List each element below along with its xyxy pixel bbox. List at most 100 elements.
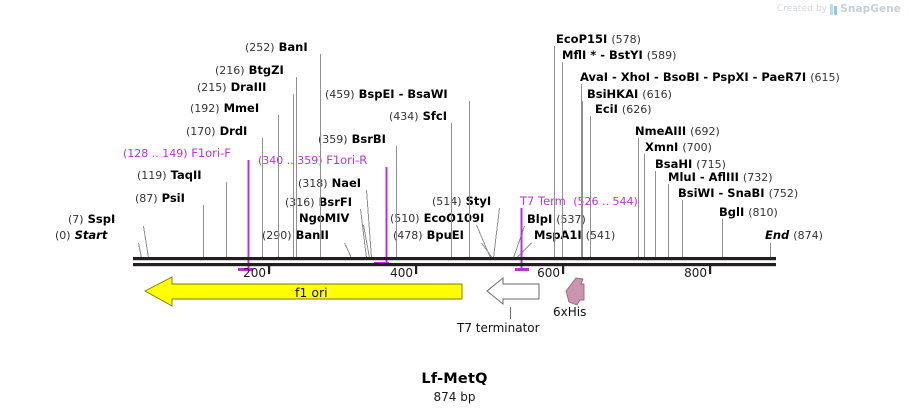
site-pos-avai-group: (615)	[810, 71, 840, 84]
site-label-ecoo109i[interactable]: (510) EcoO109I	[390, 212, 484, 226]
site-label-ngomiv[interactable]: NgoMIV	[299, 212, 349, 225]
site-pos-nmeaiii: (692)	[690, 125, 720, 138]
site-label-banii[interactable]: (290) BanII	[262, 228, 329, 243]
site-label-drdi[interactable]: (170) DrdI	[186, 124, 248, 139]
ruler-tick-400: 400	[390, 266, 413, 280]
snapgene-logo-icon	[830, 3, 837, 15]
site-name-mspa1i: MspA1I	[534, 228, 582, 242]
site-name-drdi: DrdI	[219, 124, 248, 138]
site-label-sspi[interactable]: (7) SspI	[68, 213, 115, 227]
site-label-mfli-bstyi[interactable]: MflI * - BstYI (589)	[562, 49, 676, 63]
ruler-tick-200: 200	[243, 266, 266, 280]
site-name-bsahi: BsaHI	[655, 157, 693, 171]
site-name-mmei: MmeI	[223, 101, 260, 115]
site-label-mspa1i[interactable]: MspA1I (541)	[534, 228, 615, 243]
site-pos-bsrfi: (316)	[285, 196, 315, 209]
site-label-mlui-afliii[interactable]: MluI - AflIII (732)	[668, 170, 773, 185]
site-label-avai-group[interactable]: AvaI - XhoI - BsoBI - PspXI - PaeR7I (61…	[580, 70, 840, 85]
site-label-draiii[interactable]: (215) DraIII	[197, 80, 267, 95]
site-pos-sspi: (7)	[68, 213, 84, 226]
site-name-ecii: EciI	[595, 102, 618, 116]
site-pos-blpi: (537)	[556, 213, 586, 226]
site-name-btgzi: BtgZI	[248, 63, 284, 77]
site-label-xmni[interactable]: XmnI (700)	[645, 140, 712, 155]
site-label-psii[interactable]: (87) PsiI	[135, 192, 185, 206]
site-name-bsrfi: BsrFI	[318, 195, 353, 209]
site-name-bani: BanI	[278, 40, 308, 54]
primer-label-f1ori-r[interactable]: (340 .. 359) F1ori-R	[258, 153, 368, 168]
site-name-bspei: BspEI - BsaWI	[358, 87, 448, 101]
watermark-prefix: Created by	[776, 4, 828, 14]
site-label-ecop15i[interactable]: EcoP15I (578)	[556, 32, 641, 47]
watermark-brand: SnapGene	[840, 3, 901, 15]
feature-label-f1ori[interactable]: f1 ori	[295, 285, 328, 300]
primer-name-f1ori-f: F1ori-F	[191, 146, 231, 160]
site-pos-draiii: (215)	[197, 81, 227, 94]
site-pos-bsihkai: (616)	[642, 88, 672, 101]
feature-label-t7-terminator[interactable]: T7 terminator	[457, 321, 540, 335]
site-label-bgli[interactable]: BglI (810)	[719, 205, 778, 220]
site-label-ecii[interactable]: EciI (626)	[595, 102, 652, 117]
site-pos-styi: (514)	[432, 195, 462, 208]
site-label-bsrbi[interactable]: (359) BsrBI	[318, 132, 386, 147]
site-pos-btgzi: (216)	[215, 64, 245, 77]
site-name-mlui-afliii: MluI - AflIII	[668, 170, 739, 184]
site-pos-bsahi: (715)	[696, 158, 726, 171]
site-name-ngomiv: NgoMIV	[299, 211, 350, 225]
site-pos-start: (0)	[55, 229, 71, 242]
site-name-avai-group: AvaI - XhoI - BsoBI - PspXI - PaeR7I	[580, 70, 807, 84]
site-name-banii: BanII	[295, 228, 329, 242]
ruler-tick-600: 600	[537, 266, 560, 280]
site-name-draiii: DraIII	[230, 80, 267, 94]
site-pos-xmni: (700)	[682, 141, 712, 154]
site-name-end: End	[765, 228, 790, 242]
site-name-xmni: XmnI	[645, 140, 679, 154]
site-label-bspei-bsawi[interactable]: (459) BspEI - BsaWI	[325, 87, 448, 102]
site-label-blpi[interactable]: BlpI (537)	[527, 212, 586, 227]
snapgene-watermark: Created by SnapGene	[777, 3, 901, 15]
site-name-ecop15i: EcoP15I	[556, 32, 608, 46]
site-name-bsrbi: BsrBI	[351, 132, 386, 146]
site-label-start[interactable]: (0) Start	[55, 228, 108, 243]
site-label-bsahi[interactable]: BsaHI (715)	[655, 157, 726, 172]
site-name-nmeaiii: NmeAIII	[635, 124, 687, 138]
primer-label-t7-term[interactable]: T7 Term (526 .. 544)	[520, 195, 638, 209]
site-label-nmeaiii[interactable]: NmeAIII (692)	[635, 124, 720, 139]
site-pos-ecop15i: (578)	[611, 33, 641, 46]
site-name-bpuei: BpuEI	[426, 228, 464, 242]
primer-range-t7-term: (526 .. 544)	[573, 195, 638, 208]
site-label-bsrfi[interactable]: (316) BsrFI	[285, 195, 353, 210]
site-pos-bsrbi: (359)	[318, 133, 348, 146]
sequence-length: 874 bp	[433, 390, 476, 404]
primer-label-f1ori-f[interactable]: (128 .. 149) F1ori-F	[123, 146, 231, 161]
site-pos-sfci: (434)	[389, 110, 419, 123]
site-name-blpi: BlpI	[527, 212, 553, 226]
site-name-naei: NaeI	[331, 176, 362, 190]
site-pos-bsiwi-snabi: (752)	[768, 187, 799, 200]
site-label-styi[interactable]: (514) StyI	[432, 195, 491, 209]
site-label-end[interactable]: End (874)	[765, 228, 823, 243]
site-label-btgzi[interactable]: (216) BtgZI	[215, 63, 284, 78]
site-pos-bspei: (459)	[325, 88, 355, 101]
site-pos-drdi: (170)	[186, 125, 216, 138]
site-label-bani[interactable]: (252) BanI	[245, 40, 308, 55]
site-pos-bgli: (810)	[748, 206, 778, 219]
site-label-bsiwi-snabi[interactable]: BsiWI - SnaBI (752)	[678, 187, 799, 201]
site-label-naei[interactable]: (318) NaeI	[298, 176, 362, 191]
site-pos-ecoo109i: (510)	[390, 212, 420, 225]
site-pos-mlui-afliii: (732)	[742, 171, 773, 184]
site-name-bsihkai: BsiHKAI	[587, 87, 639, 101]
site-label-mmei[interactable]: (192) MmeI	[190, 101, 260, 116]
site-pos-ecii: (626)	[621, 103, 652, 116]
sequence-name: Lf-MetQ	[421, 371, 488, 387]
site-label-sfci[interactable]: (434) SfcI	[389, 110, 447, 124]
site-name-start: Start	[74, 228, 108, 242]
site-label-bsihkai[interactable]: BsiHKAI (616)	[587, 87, 672, 102]
primer-name-f1ori-r: F1ori-R	[326, 153, 368, 167]
feature-label-6xhis[interactable]: 6xHis	[553, 305, 587, 319]
site-label-taqii[interactable]: (119) TaqII	[137, 169, 202, 183]
site-pos-mmei: (192)	[190, 102, 220, 115]
site-name-bgli: BglI	[719, 205, 745, 219]
site-label-bpuei[interactable]: (478) BpuEI	[393, 228, 464, 243]
sequence-title-block: Lf-MetQ 874 bp	[0, 371, 909, 404]
